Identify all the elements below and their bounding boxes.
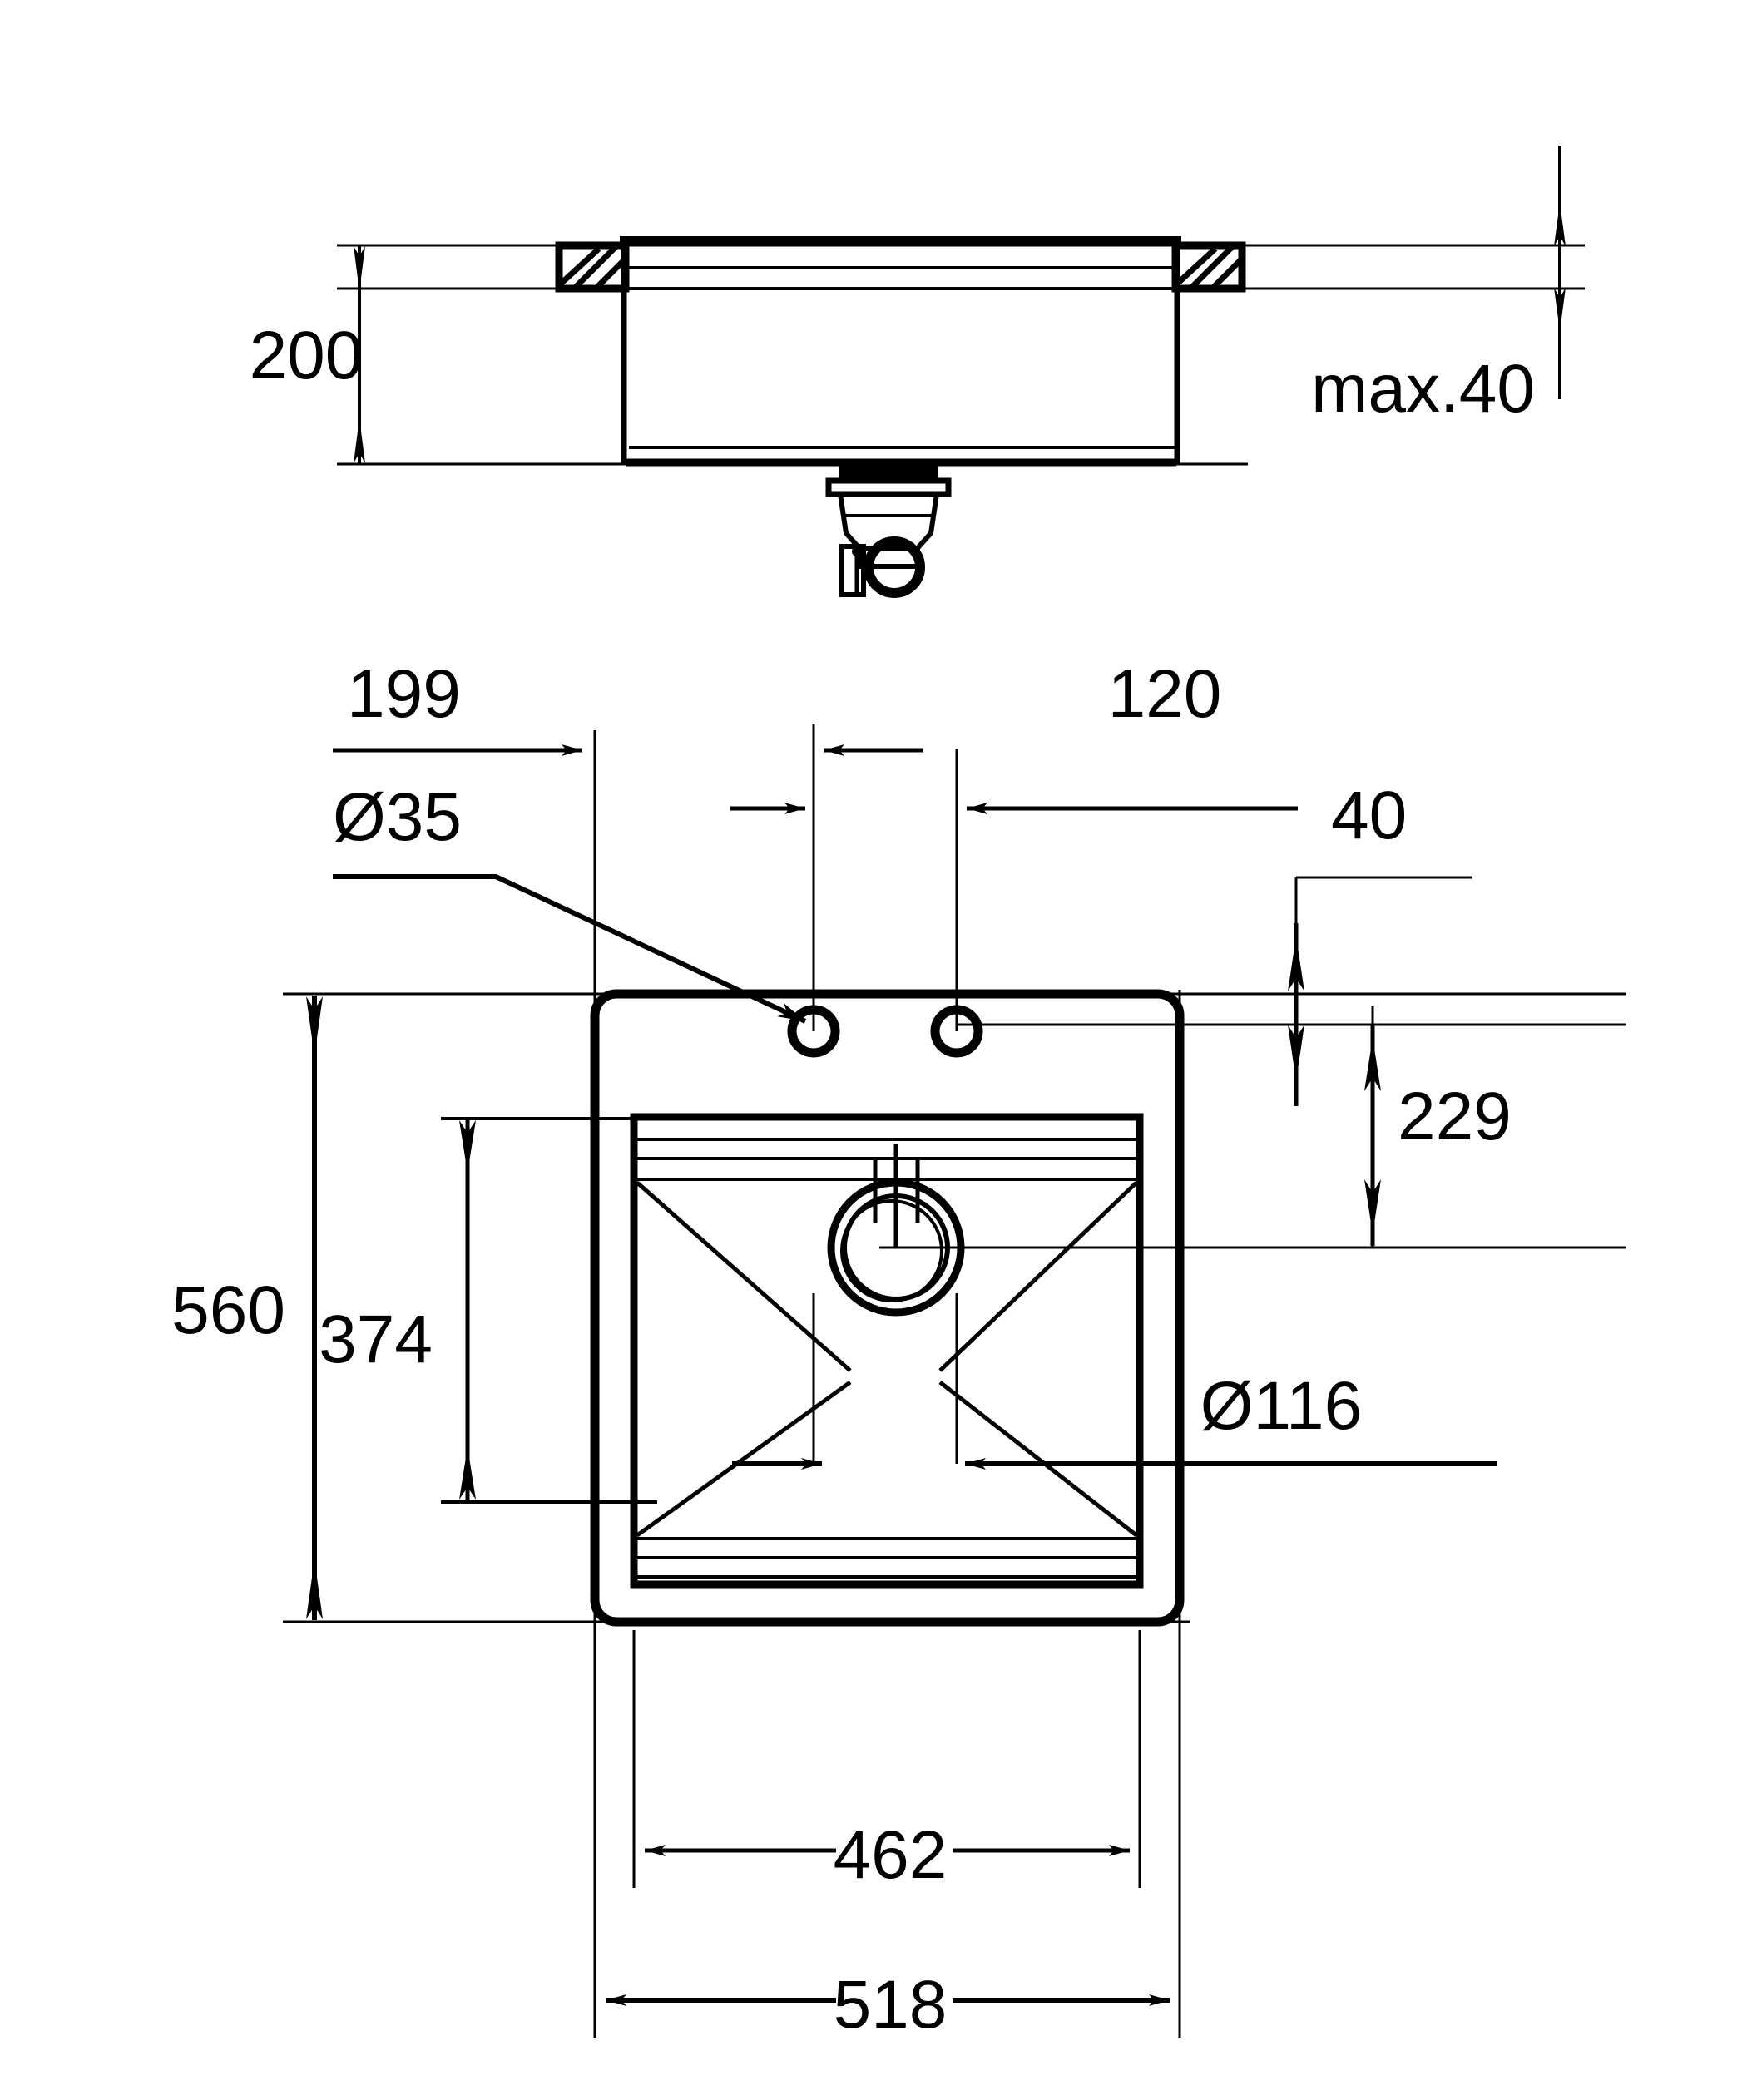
dimension-worktop-thickness: max.40 (1311, 146, 1566, 427)
dimension-bowl-width: 462 (645, 1817, 1130, 1893)
dimension-overall-depth: 560 (171, 996, 323, 1620)
arrow-head-down-40 (1554, 203, 1566, 246)
dimension-label-d35: Ø35 (333, 779, 462, 855)
dimension-hole-spacing: 120 (824, 656, 1222, 756)
dimension-tap-hole-diameter: Ø35 (333, 779, 807, 1024)
dimension-drain-diameter: Ø116 (732, 1368, 1497, 1470)
dimension-hole-edge-offset: 40 (730, 778, 1407, 853)
dimension-label-560: 560 (171, 1272, 285, 1348)
dimension-overall-width: 518 (606, 1967, 1170, 2043)
leader-line-tap-hole (333, 874, 807, 1024)
dimension-label-200: 200 (250, 318, 364, 393)
dimension-left-offset: 199 (333, 656, 582, 756)
dimension-label-462: 462 (834, 1817, 948, 1893)
dimension-label-229: 229 (1398, 1079, 1512, 1154)
dimension-label-199: 199 (347, 656, 461, 732)
cross-section-view: 200 max.40 (250, 146, 1585, 598)
dimension-label-518: 518 (834, 1967, 948, 2043)
dimension-bowl-depth: 200 (250, 245, 365, 464)
bowl-bottom-grooves (637, 1537, 1136, 1579)
dimension-drain-offset: 229 (1288, 923, 1512, 1246)
dimension-label-120: 120 (1108, 656, 1222, 732)
sink-outline (590, 989, 1185, 1627)
arrow-head-up-40 (1554, 288, 1566, 331)
dimension-label-max40: max.40 (1311, 351, 1535, 427)
tap-hole-2 (930, 1005, 983, 1058)
plan-view: 199 Ø35 120 40 560 (171, 656, 1626, 2043)
waste-outlet-assembly (825, 463, 952, 598)
arrow-head-up (354, 418, 365, 463)
bowl-slope-lines (636, 1181, 1138, 1538)
dimension-label-40: 40 (1331, 778, 1407, 853)
sink-bowl-section (620, 236, 1181, 467)
tap-hole-1 (787, 1005, 840, 1058)
dimension-label-d116: Ø116 (1200, 1368, 1363, 1444)
bowl-top-grooves (637, 1138, 1136, 1181)
drain-opening (827, 1178, 965, 1317)
arrow-head-down (354, 246, 365, 291)
bowl-outline (630, 1113, 1144, 1589)
dimension-label-374: 374 (319, 1302, 433, 1377)
dimension-bowl-inner-depth: 374 (319, 1117, 657, 1504)
